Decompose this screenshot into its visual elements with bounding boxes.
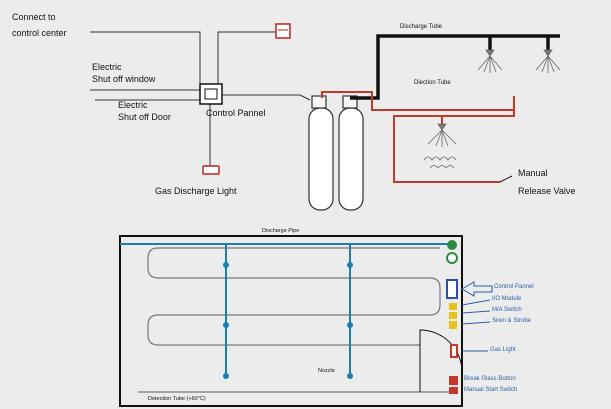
plan-detection-tube — [147, 247, 441, 346]
detection-tube-label: Diection Tube — [414, 80, 451, 86]
green-device-1 — [447, 240, 457, 250]
legend-arrows — [461, 281, 493, 352]
legend-siren-strobe: Siren & Strobe — [492, 318, 532, 324]
gas-discharge-light-label: Gas Discharge Light — [155, 186, 237, 196]
discharge-nozzles — [477, 49, 561, 73]
detection-nozzle — [423, 123, 457, 169]
shutoff-door-label-1: Electric — [118, 100, 148, 110]
plan-detection-tube-label: Detection Tube (+60°C) — [148, 396, 206, 402]
plan-manual-start — [449, 387, 458, 394]
gas-discharge-light — [202, 165, 220, 175]
green-device-2 — [446, 252, 458, 264]
connect-label-1: Connect to — [12, 12, 56, 22]
plan-ma-switch — [449, 312, 457, 319]
gas-cylinders — [308, 95, 364, 211]
plan-gas-light — [450, 344, 458, 358]
manual-release-arrow — [499, 175, 513, 183]
control-panel-box — [199, 83, 223, 105]
legend-io-module: I/O Module — [492, 296, 522, 302]
detection-tube — [321, 91, 515, 183]
plan-break-glass — [449, 376, 458, 385]
shutoff-door-label-2: Shut off Door — [118, 112, 171, 122]
shutoff-window-label-1: Electric — [92, 62, 122, 72]
nozzle-label: Nozzle — [318, 368, 335, 374]
plan-siren-strobe — [449, 321, 457, 329]
alarm-device — [275, 23, 291, 39]
control-panel-label: Control Pannel — [206, 108, 266, 118]
shutoff-window-label-2: Shut off window — [92, 74, 156, 84]
legend-control-panel: Control Pannel — [494, 284, 534, 290]
legend-manual-start: Manual Start Switch — [464, 387, 518, 393]
discharge-tube-label: Discharge Tube — [400, 24, 443, 30]
legend-break-glass: Break Glass Button — [464, 376, 516, 382]
legend-ma-switch: M/A Switch — [492, 307, 522, 313]
legend-gas-light: Gas Light — [490, 347, 516, 353]
discharge-pipe-label: Discharge Pipe — [262, 228, 300, 234]
plan-control-panel — [446, 279, 458, 299]
discharge-tube — [350, 34, 560, 100]
wiring — [90, 31, 311, 168]
room-outline — [119, 235, 463, 407]
door-swing — [419, 329, 463, 392]
plan-io-module — [449, 303, 457, 310]
connect-label-2: control center — [12, 28, 67, 38]
manual-release-label-1: Manual — [518, 168, 548, 178]
plan-nozzles — [223, 262, 353, 379]
manual-release-label-2: Release Valve — [518, 186, 576, 196]
